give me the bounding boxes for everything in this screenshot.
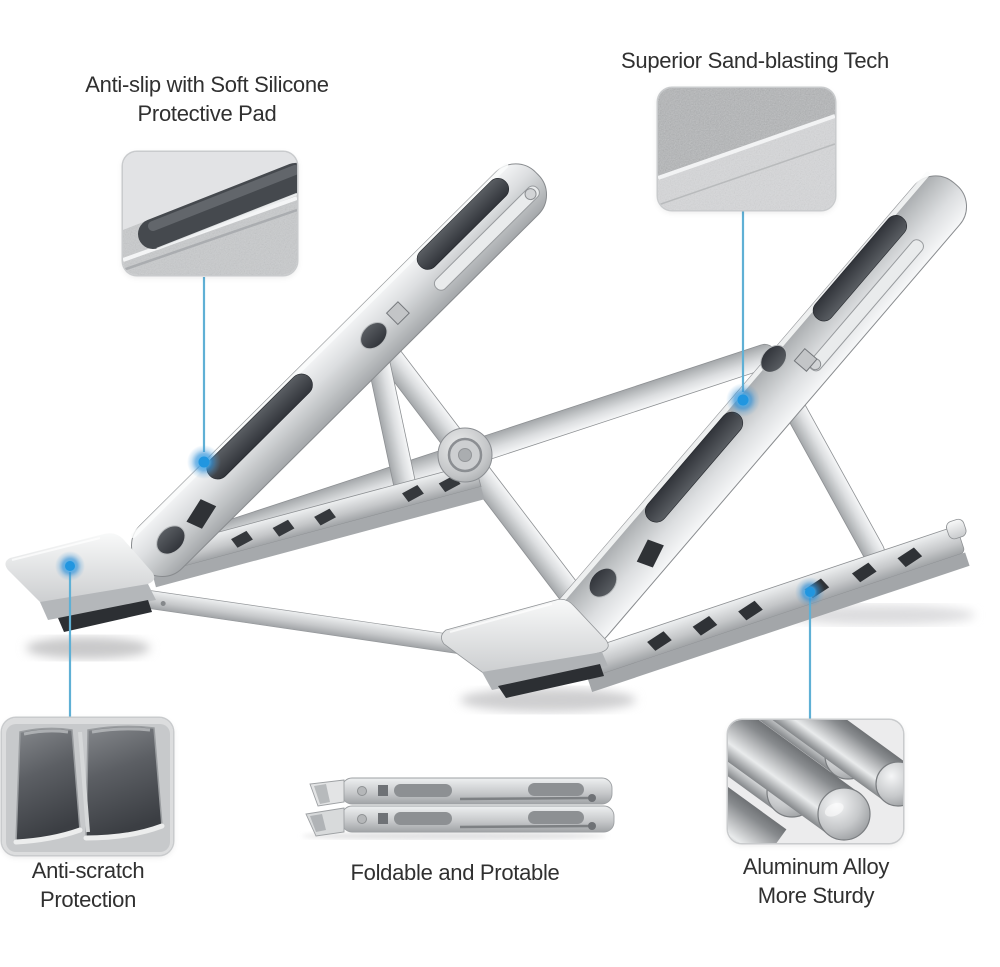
cutout-diamond [186, 499, 217, 529]
label-line: Anti-slip with Soft Silicone [85, 72, 329, 97]
inset-sandblasting-closeup [658, 88, 835, 210]
cutout-diamond [636, 539, 664, 568]
label-line: Superior Sand-blasting Tech [621, 48, 889, 73]
hinge-cap [588, 567, 618, 598]
feature-dot-silicone-pad [187, 445, 221, 479]
lock-notch [385, 301, 410, 326]
base-rail-right [577, 518, 970, 693]
anti-scratch-pad [498, 664, 604, 698]
silicone-pad-closeup-image [123, 152, 297, 275]
hinge-cap [760, 344, 787, 373]
silicone-pad-strip [416, 178, 510, 270]
lock-notch [793, 347, 818, 372]
front-foot-right [441, 598, 609, 698]
rubber-hook-pad [15, 727, 81, 843]
label-aluminum: Aluminum Alloy More Sturdy [742, 852, 890, 910]
feature-dot-sandblasting [726, 383, 760, 417]
label-line: Aluminum Alloy [742, 854, 890, 879]
sandblasting-closeup-image [658, 88, 835, 210]
feature-dot-aluminum [795, 577, 825, 607]
stand-arm-left [130, 163, 548, 577]
aluminum-rods-image [728, 720, 903, 843]
callout-lines [68, 211, 812, 721]
aluminum-rod [728, 720, 903, 807]
silicone-pad-strip-large [138, 163, 297, 249]
rail-end-tip [946, 518, 967, 540]
rubber-hook-pad [85, 725, 163, 839]
base-rail-left [145, 462, 485, 588]
feature-dot-anti-scratch [55, 551, 85, 581]
anti-scratch-pad [58, 600, 152, 632]
label-sandblasting: Superior Sand-blasting Tech [621, 46, 889, 75]
label-line: Protective Pad [137, 101, 277, 127]
folded-bar [309, 777, 613, 807]
label-silicone-pad: Anti-slip with Soft Silicone Protective … [85, 70, 329, 128]
slot-hole [524, 188, 537, 201]
slide-slot [808, 239, 924, 372]
folded-stand-photo [292, 772, 617, 840]
inset-aluminum-rods [728, 720, 903, 843]
label-line: More Sturdy [757, 883, 875, 909]
aluminum-rod [728, 720, 871, 841]
hinge-cap [360, 322, 388, 350]
label-foldable: Foldable and Protable [351, 858, 560, 887]
folded-stand-image [302, 777, 615, 840]
pivot-hinge [437, 427, 493, 483]
label-anti-scratch: Anti-scratch Protection [32, 856, 145, 914]
base-beam-left [111, 585, 471, 655]
inset-anti-scratch-closeup [2, 718, 173, 855]
inset-silicone-pad-closeup [123, 152, 297, 275]
label-line: Anti-scratch [31, 858, 145, 883]
anti-scratch-closeup-image [2, 718, 173, 855]
feature-dots [55, 383, 825, 607]
slide-slot [433, 185, 540, 291]
folded-hook [305, 807, 345, 837]
folded-bar [305, 805, 615, 837]
label-line: Foldable and Protable [350, 860, 560, 885]
label-line: Protection [39, 887, 137, 913]
silicone-pad-strip [812, 215, 908, 322]
